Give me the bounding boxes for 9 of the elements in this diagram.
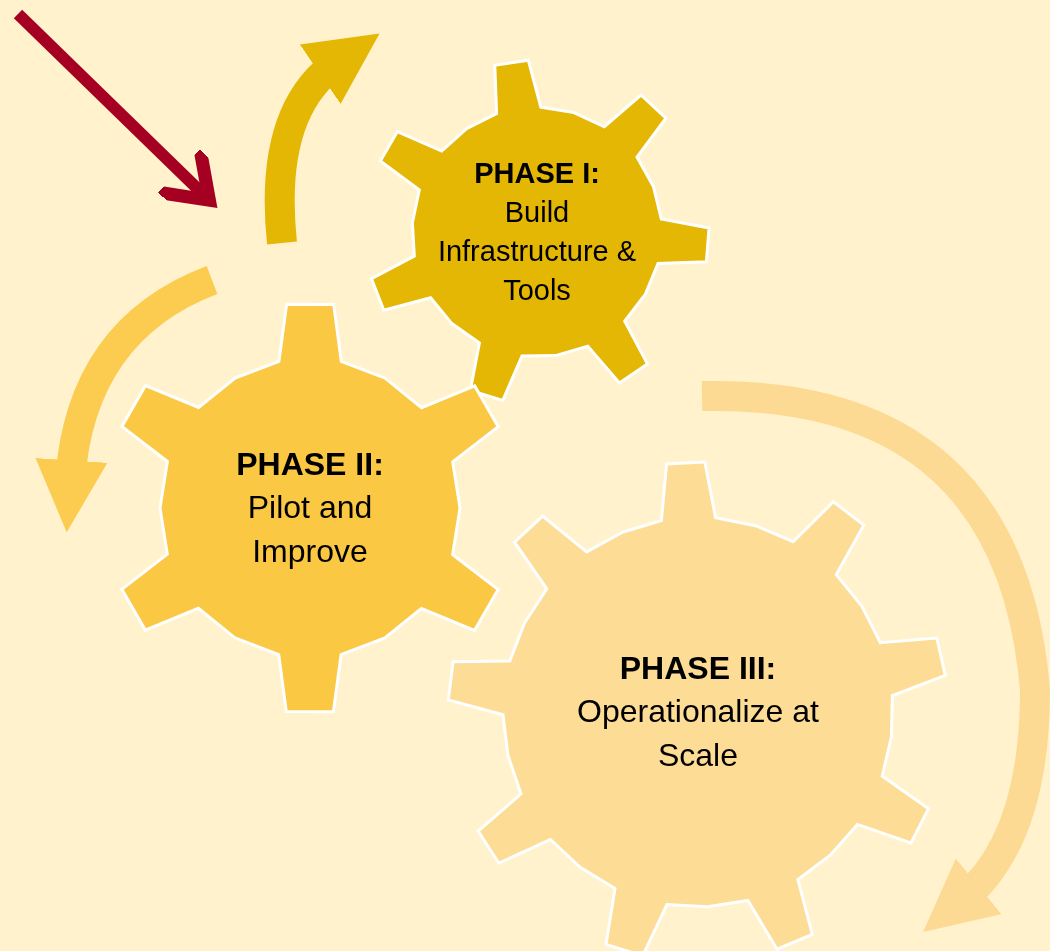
gear-shape	[369, 58, 711, 403]
phase-description: Operationalize at Scale	[576, 692, 820, 775]
phase-description: Pilot and Improve	[246, 488, 374, 571]
phase-heading: PHASE II:	[236, 445, 384, 485]
phase-description: Build Infrastructure & Tools	[436, 194, 638, 309]
phase-heading: PHASE I:	[474, 155, 600, 191]
gear-shape	[446, 460, 948, 951]
phase-heading: PHASE III:	[619, 649, 777, 689]
gear-shape	[119, 302, 501, 714]
